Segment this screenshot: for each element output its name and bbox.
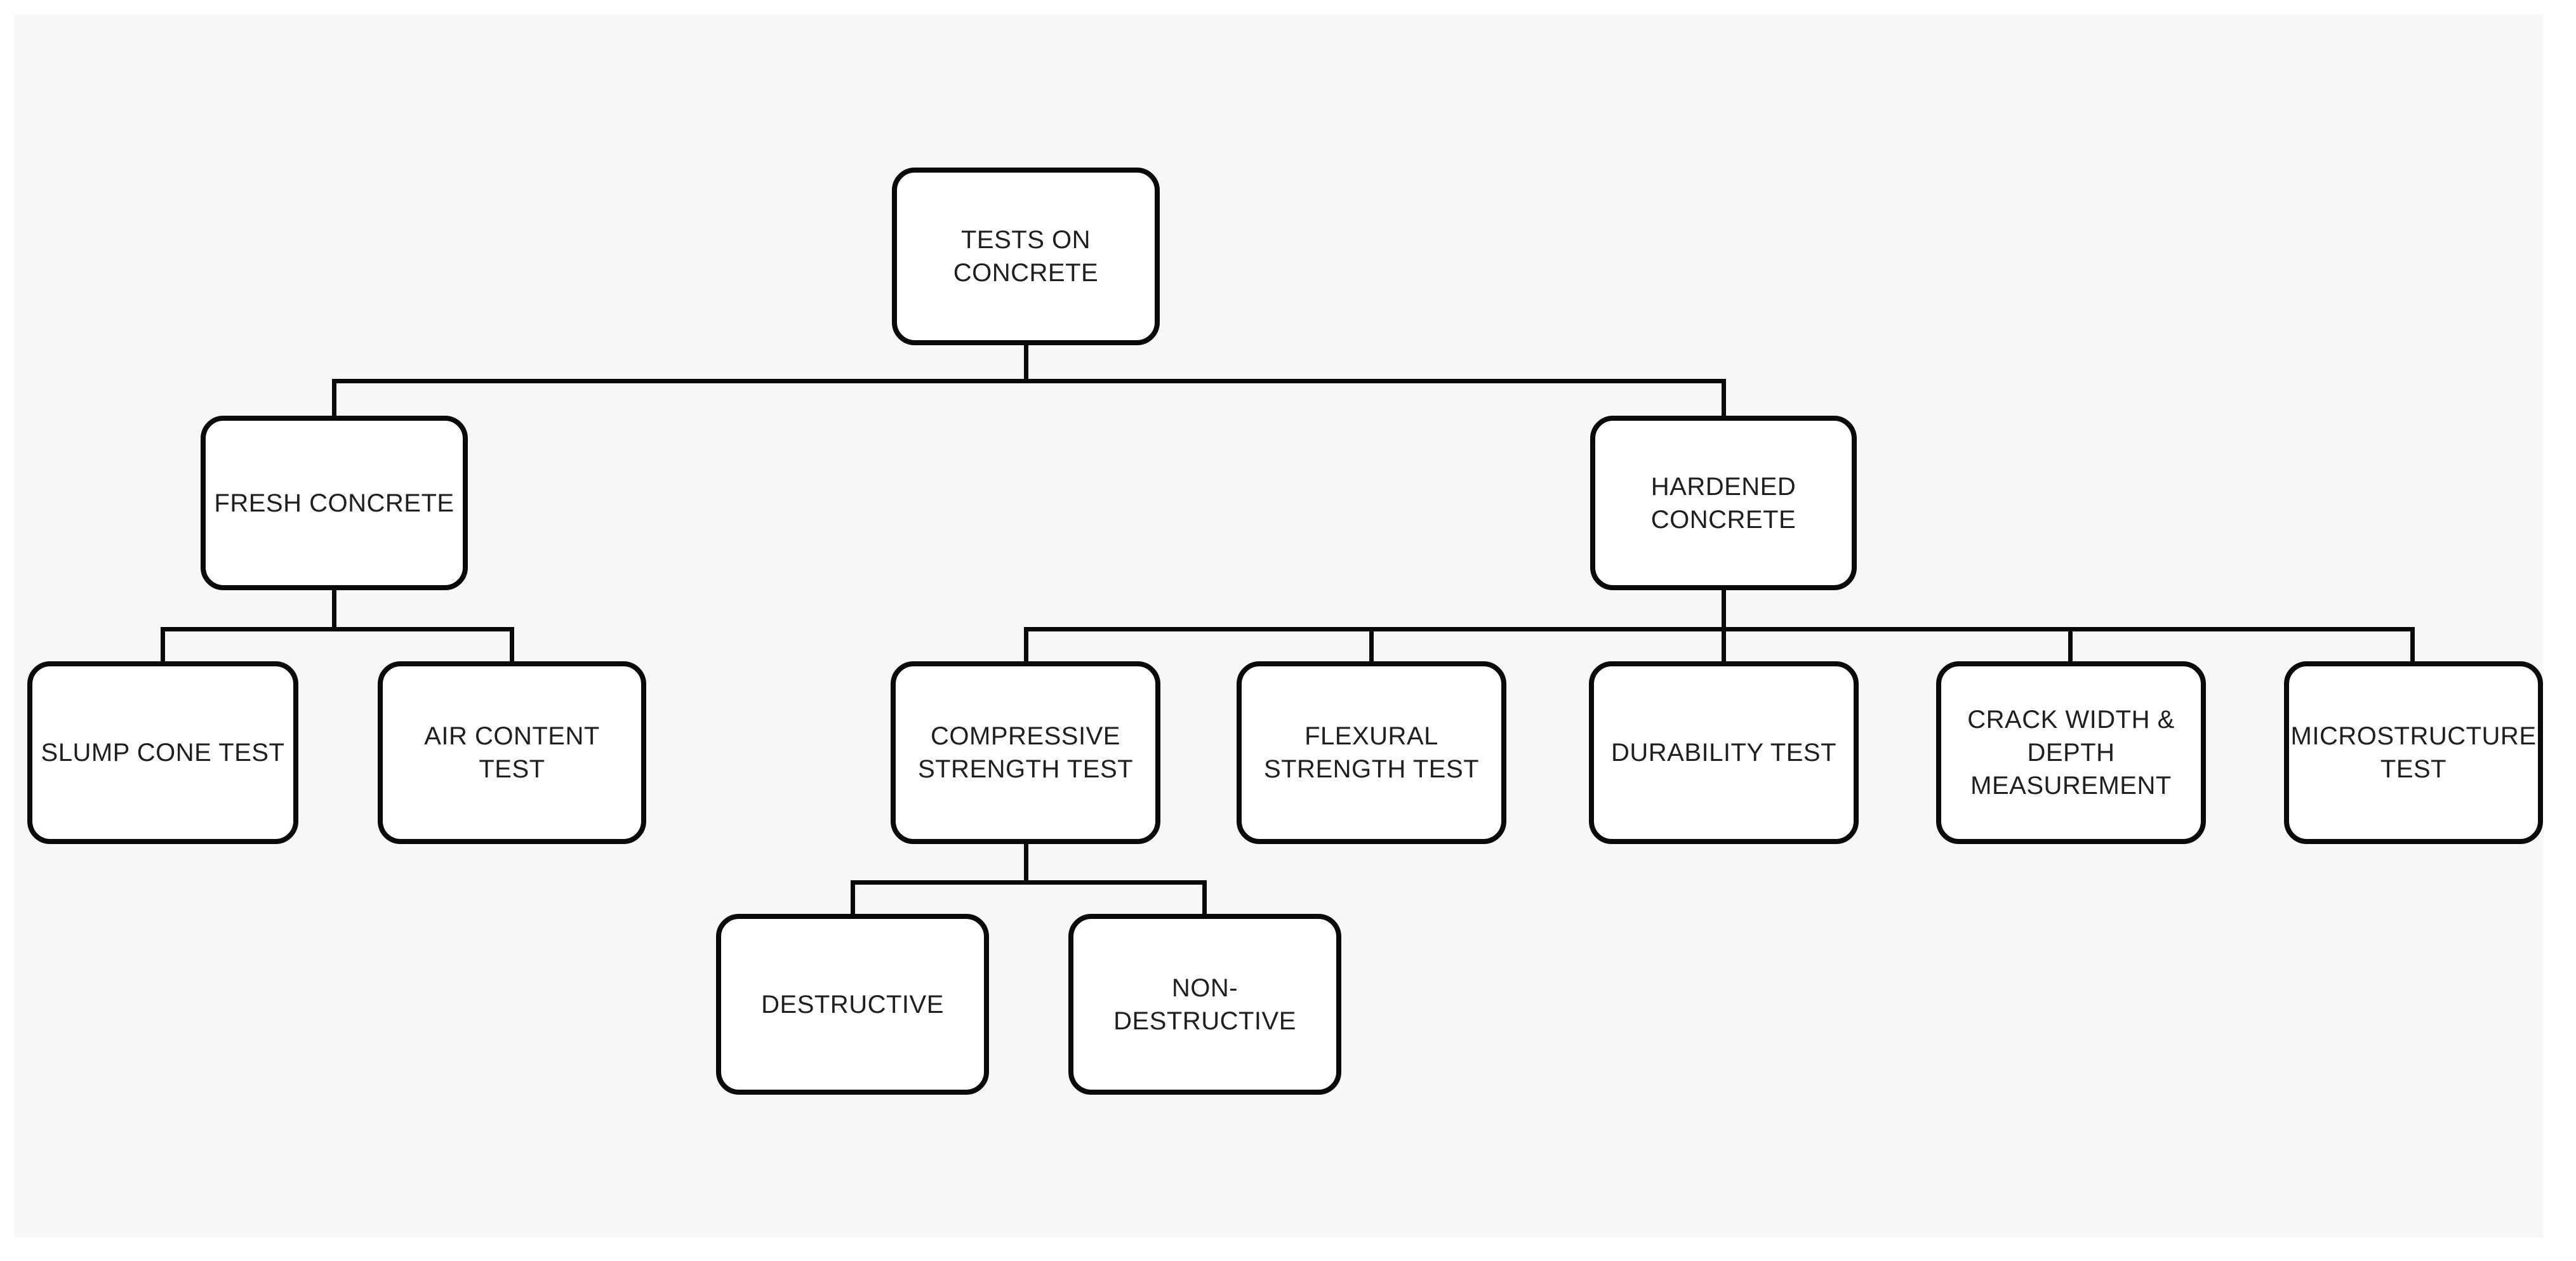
connector-level1-bus xyxy=(332,379,1726,383)
connector-air-drop xyxy=(510,627,514,663)
node-slump-cone-test: SLUMP CONE TEST xyxy=(27,661,298,844)
connector-compressive-drop xyxy=(1024,627,1028,663)
connector-compressive-stem xyxy=(1024,844,1028,883)
node-tests-on-concrete: TESTS ON CONCRETE xyxy=(892,168,1160,345)
node-crack-width-depth-measurement: CRACK WIDTH & DEPTH MEASUREMENT xyxy=(1936,661,2206,844)
node-non-destructive: NON-DESTRUCTIVE xyxy=(1068,914,1341,1095)
connector-destructive-drop xyxy=(851,880,855,916)
connector-hardened-bus xyxy=(1024,627,2415,631)
node-durability-test: DURABILITY TEST xyxy=(1589,661,1859,844)
node-destructive: DESTRUCTIVE xyxy=(716,914,989,1095)
connector-microstructure-drop xyxy=(2410,627,2415,663)
connector-root-stem xyxy=(1024,345,1028,383)
node-flexural-strength-test: FLEXURAL STRENGTH TEST xyxy=(1237,661,1506,844)
connector-fresh-stem xyxy=(332,590,336,630)
node-fresh-concrete: FRESH CONCRETE xyxy=(201,416,468,590)
node-compressive-strength-test: COMPRESSIVE STRENGTH TEST xyxy=(891,661,1160,844)
connector-crack-drop xyxy=(2068,627,2073,663)
node-hardened-concrete: HARDENED CONCRETE xyxy=(1590,416,1857,590)
connector-durability-drop xyxy=(1722,627,1726,663)
connector-hardened-drop xyxy=(1722,379,1726,418)
connector-compressive-bus xyxy=(851,880,1207,885)
connector-nondestructive-drop xyxy=(1202,880,1207,916)
connector-fresh-drop xyxy=(332,379,336,418)
connector-slump-drop xyxy=(161,627,165,663)
connector-flexural-drop xyxy=(1369,627,1374,663)
connector-hardened-stem xyxy=(1722,590,1726,630)
node-air-content-test: AIR CONTENT TEST xyxy=(378,661,646,844)
connector-fresh-bus xyxy=(161,627,514,631)
node-microstructure-test: MICROSTRUCTURE TEST xyxy=(2284,661,2543,844)
